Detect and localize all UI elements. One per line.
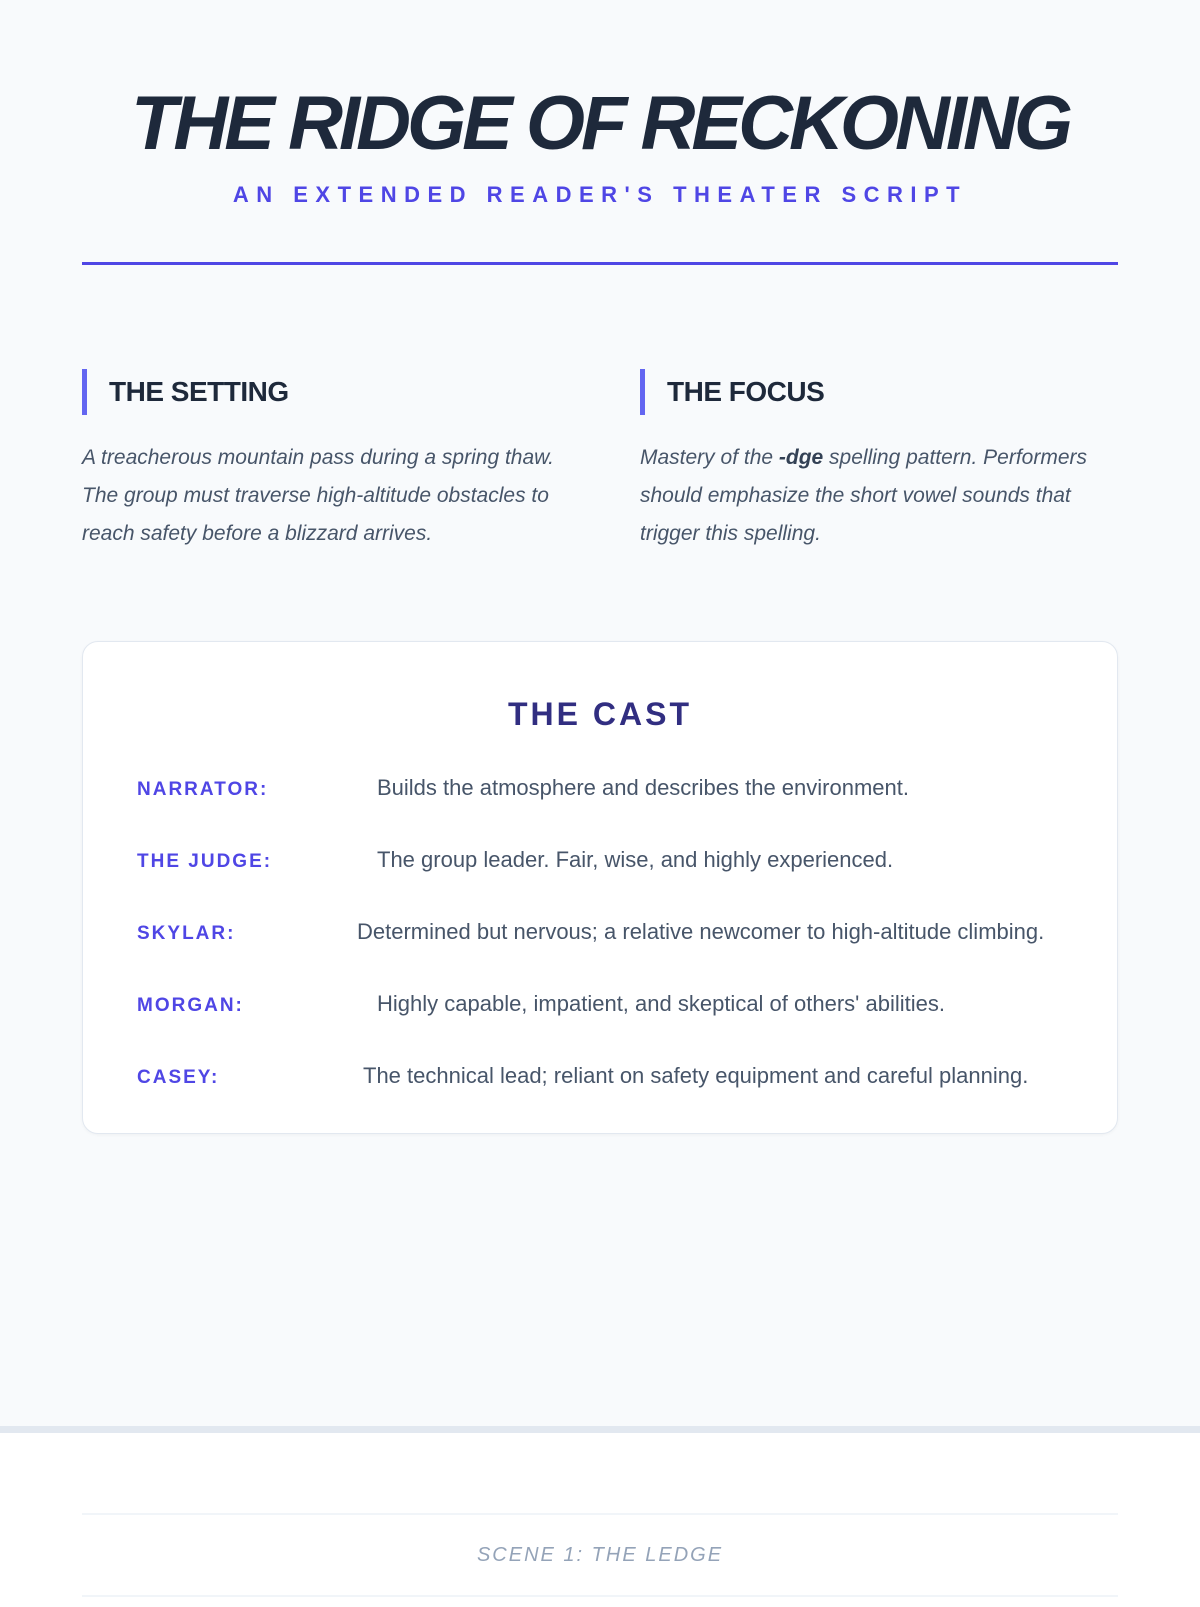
focus-section: THE FOCUS Mastery of the -dge spelling p… (640, 369, 1118, 553)
focus-text-start: Mastery of the (640, 446, 779, 469)
focus-text-end: spelling pattern. Performers should emph… (640, 446, 1088, 545)
cast-role: SKYLAR: (137, 923, 236, 944)
page-subtitle: AN EXTENDED READER'S THEATER SCRIPT (232, 182, 968, 207)
cast-description: The technical lead; reliant on safety eq… (363, 1063, 1029, 1088)
cast-member: MORGAN: Highly capable, impatient, and sk… (137, 987, 1063, 1021)
cast-card: THE CAST NARRATOR: Builds the atmosphere … (82, 641, 1118, 1134)
page-title: THE RIDGE OF RECKONING (130, 81, 1073, 166)
focus-heading: THE FOCUS (640, 369, 1118, 415)
spelling-pattern: -dge (778, 446, 824, 469)
setting-heading: THE SETTING (82, 369, 560, 415)
setting-section: THE SETTING A treacherous mountain pass … (82, 369, 560, 553)
scene-section: SCENE 1: THE LEDGE (0, 1426, 1200, 1607)
scene-label: SCENE 1: THE LEDGE (476, 1543, 724, 1566)
cast-role: MORGAN: (137, 995, 244, 1016)
cast-description: The group leader. Fair, wise, and highly… (377, 847, 894, 872)
cast-heading: THE CAST (508, 696, 692, 732)
cast-member: CASEY: The technical lead; reliant on saf… (137, 1059, 1063, 1093)
cast-member: SKYLAR: Determined but nervous; a relativ… (137, 915, 1063, 949)
setting-text: A treacherous mountain pass during a spr… (82, 446, 554, 545)
cast-member: NARRATOR: Builds the atmosphere and descr… (137, 771, 1063, 805)
title-page: THE RIDGE OF RECKONING AN EXTENDED READE… (82, 81, 1118, 1134)
focus-text: Mastery of the -dge spelling pattern. Pe… (640, 439, 1118, 553)
cast-description: Builds the atmosphere and describes the … (377, 775, 909, 800)
divider (82, 262, 1118, 265)
cast-role: THE JUDGE: (137, 851, 273, 872)
cast-role: NARRATOR: (137, 779, 269, 800)
cast-member: THE JUDGE: The group leader. Fair, wise, … (137, 843, 1063, 877)
cast-role: CASEY: (137, 1067, 220, 1088)
cast-description: Highly capable, impatient, and skeptical… (377, 991, 945, 1016)
cast-description: Determined but nervous; a relative newco… (357, 919, 1045, 944)
